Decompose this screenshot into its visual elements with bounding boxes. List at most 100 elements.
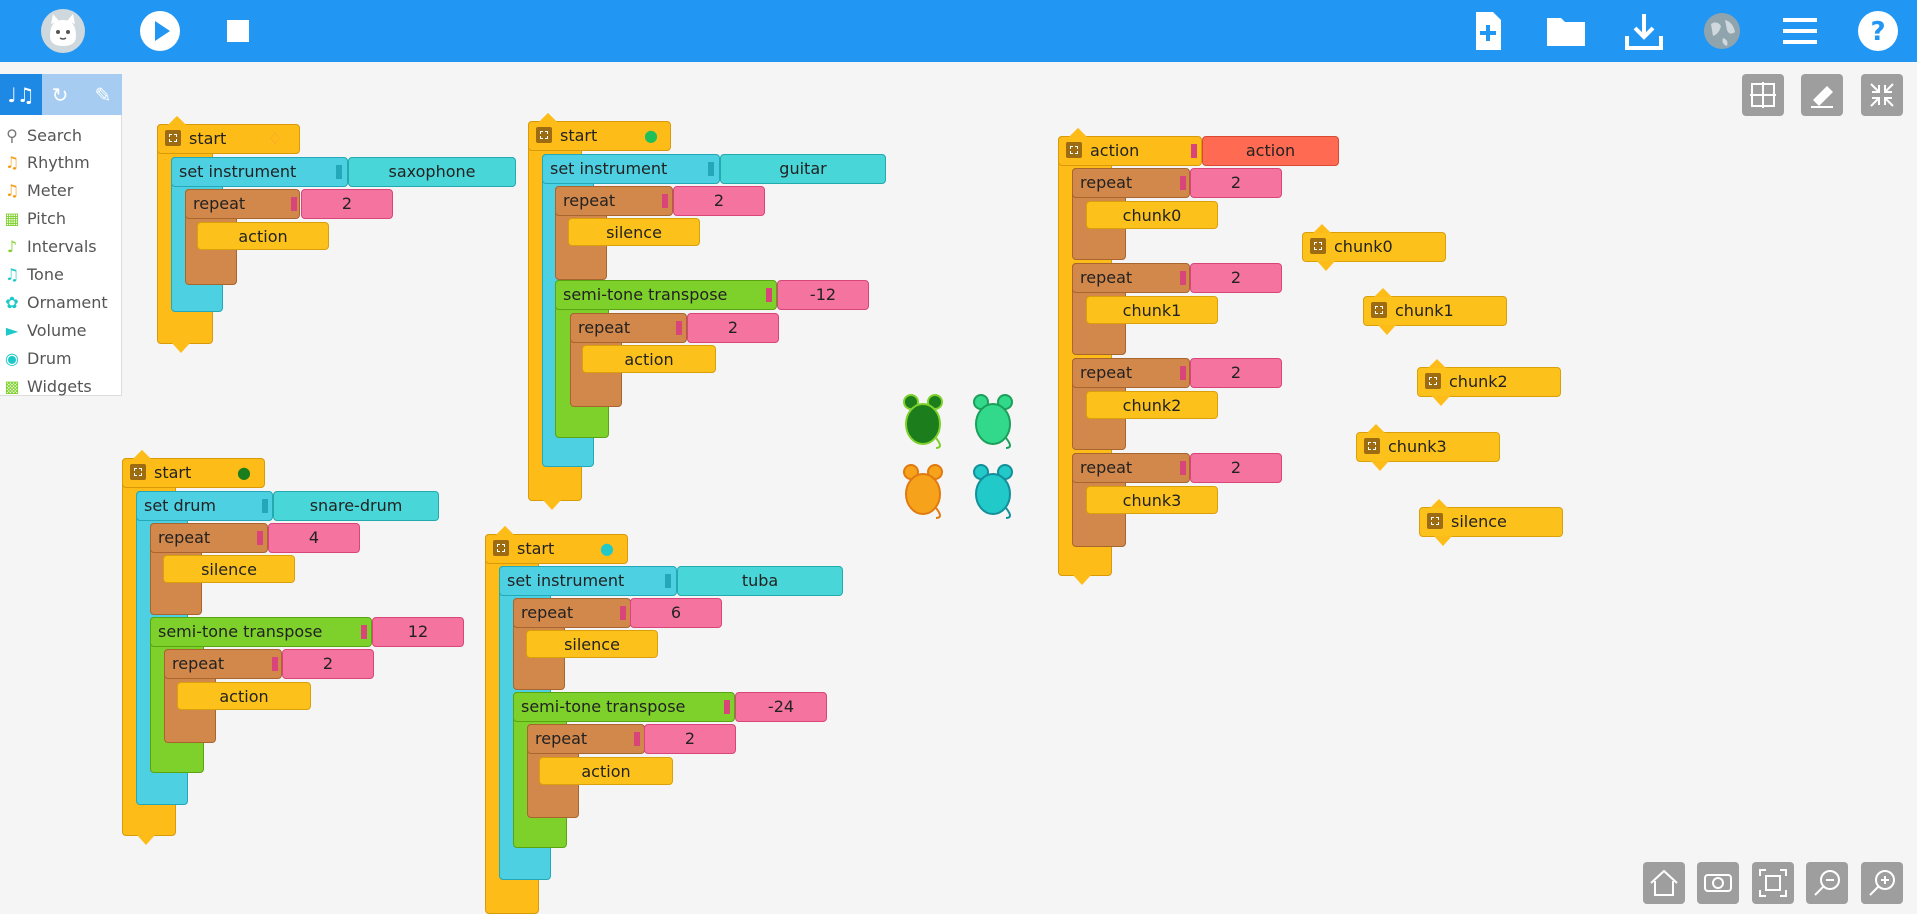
repeat-count[interactable]: 2 <box>687 313 779 343</box>
collapse-icon[interactable] <box>1371 301 1387 318</box>
set-instrument-block[interactable]: set instrument <box>171 157 348 187</box>
start-block[interactable]: start● <box>528 113 671 151</box>
palette-item-pitch[interactable]: ▦Pitch <box>0 205 121 231</box>
refresh-icon[interactable]: ↻ <box>51 82 69 107</box>
action-call-block[interactable]: action <box>177 682 311 710</box>
palette-item-tone[interactable]: ♫Tone <box>0 261 121 287</box>
mouse-turtle-icon[interactable] <box>898 392 948 450</box>
palette-item-intervals[interactable]: ♪Intervals <box>0 233 121 259</box>
collapse-icon[interactable] <box>1425 372 1441 389</box>
repeat-block[interactable]: repeat <box>185 189 300 219</box>
repeat-block[interactable]: repeat <box>1072 168 1190 198</box>
instrument-value[interactable]: tuba <box>677 566 843 596</box>
show-blocks-icon[interactable] <box>1697 862 1739 904</box>
repeat-count[interactable]: 2 <box>1190 168 1282 198</box>
chunk0-block[interactable]: chunk0 <box>1302 224 1446 271</box>
repeat-count[interactable]: 6 <box>630 598 722 628</box>
palette-item-drum[interactable]: ◉Drum <box>0 345 121 371</box>
repeat-block[interactable]: repeat <box>150 523 268 553</box>
repeat-block[interactable]: repeat <box>570 313 687 343</box>
collapse-icon[interactable] <box>1427 512 1443 529</box>
chunk1-block[interactable]: chunk1 <box>1363 288 1507 335</box>
repeat-block[interactable]: repeat <box>1072 453 1190 483</box>
repeat-count[interactable]: 4 <box>268 523 360 553</box>
zoom-out-icon[interactable] <box>1806 862 1848 904</box>
palette-item-volume[interactable]: ►Volume <box>0 317 121 343</box>
repeat-count[interactable]: 2 <box>301 189 393 219</box>
pen-icon[interactable]: ✎ <box>94 82 112 107</box>
repeat-count[interactable]: 2 <box>1190 453 1282 483</box>
menu-icon[interactable] <box>1775 6 1825 56</box>
semi-tone-block[interactable]: semi-tone transpose <box>513 692 735 722</box>
chunk-call-block[interactable]: chunk0 <box>1086 201 1218 229</box>
repeat-count[interactable]: 2 <box>282 649 374 679</box>
silence-block[interactable]: silence <box>163 555 295 583</box>
grid-icon[interactable] <box>1742 74 1784 116</box>
repeat-count[interactable]: 2 <box>644 724 736 754</box>
collapse-icon[interactable] <box>1310 237 1326 254</box>
set-instrument-block[interactable]: set instrument <box>542 154 720 184</box>
repeat-count[interactable]: 2 <box>1190 358 1282 388</box>
silence-block[interactable]: silence <box>568 218 700 246</box>
instrument-value[interactable]: guitar <box>720 154 886 184</box>
palette-item-widgets[interactable]: ▩Widgets <box>0 373 121 399</box>
music-notes-icon[interactable]: ♩♫ <box>0 74 42 115</box>
semi-tone-value[interactable]: 12 <box>372 617 464 647</box>
action-call-block[interactable]: action <box>582 345 716 373</box>
set-drum-block[interactable]: set drum <box>136 491 273 521</box>
repeat-count[interactable]: 2 <box>673 186 765 216</box>
eraser-icon[interactable] <box>1801 74 1843 116</box>
action-call-block[interactable]: action <box>539 757 673 785</box>
save-icon[interactable] <box>1619 6 1669 56</box>
silence-block[interactable]: silence <box>526 630 658 658</box>
collapse-icon[interactable] <box>493 539 509 556</box>
action-name-value[interactable]: action <box>1202 136 1339 166</box>
chunk-call-block[interactable]: chunk2 <box>1086 391 1218 419</box>
repeat-block[interactable]: repeat <box>1072 358 1190 388</box>
repeat-block[interactable]: repeat <box>164 649 282 679</box>
collapse-icon[interactable] <box>130 463 146 480</box>
set-instrument-block[interactable]: set instrument <box>499 566 677 596</box>
mouse-turtle-icon[interactable] <box>968 392 1018 450</box>
palette-item-ornament[interactable]: ✿Ornament <box>0 289 121 315</box>
mouse-turtle-icon[interactable] <box>968 462 1018 520</box>
home-icon[interactable] <box>1643 862 1685 904</box>
stop-icon[interactable] <box>213 6 263 56</box>
semi-tone-value[interactable]: -12 <box>777 280 869 310</box>
semi-tone-block[interactable]: semi-tone transpose <box>555 280 777 310</box>
chunk-call-block[interactable]: chunk3 <box>1086 486 1218 514</box>
start-block[interactable]: start● <box>122 450 265 488</box>
collapse-icon[interactable] <box>1861 74 1903 116</box>
semi-tone-block[interactable]: semi-tone transpose <box>150 617 372 647</box>
semi-tone-value[interactable]: -24 <box>735 692 827 722</box>
chunk2-block[interactable]: chunk2 <box>1417 359 1561 406</box>
repeat-count[interactable]: 2 <box>1190 263 1282 293</box>
chunk3-block[interactable]: chunk3 <box>1356 424 1500 471</box>
start-block[interactable]: start♢ <box>157 116 300 154</box>
collapse-icon[interactable] <box>536 126 552 143</box>
logo-icon[interactable] <box>38 6 88 56</box>
collapse-icon[interactable] <box>1364 437 1380 454</box>
zoom-in-icon[interactable] <box>1861 862 1903 904</box>
language-icon[interactable] <box>1697 6 1747 56</box>
collapse-icon[interactable] <box>165 129 181 146</box>
mouse-turtle-icon[interactable] <box>898 462 948 520</box>
repeat-block[interactable]: repeat <box>513 598 631 628</box>
repeat-block[interactable]: repeat <box>555 186 673 216</box>
expand-blocks-icon[interactable] <box>1752 862 1794 904</box>
drum-value[interactable]: snare-drum <box>273 491 439 521</box>
play-icon[interactable] <box>135 6 185 56</box>
repeat-block[interactable]: repeat <box>527 724 645 754</box>
action-block[interactable]: action <box>1058 128 1202 166</box>
open-folder-icon[interactable] <box>1541 6 1591 56</box>
silence-block[interactable]: silence <box>1419 499 1563 546</box>
new-file-icon[interactable] <box>1463 6 1513 56</box>
collapse-icon[interactable] <box>1066 141 1082 158</box>
start-block[interactable]: start● <box>485 526 628 564</box>
action-call-block[interactable]: action <box>197 222 329 250</box>
chunk-call-block[interactable]: chunk1 <box>1086 296 1218 324</box>
help-icon[interactable]: ? <box>1853 6 1903 56</box>
repeat-block[interactable]: repeat <box>1072 263 1190 293</box>
palette-item-search[interactable]: ⚲Search <box>0 122 121 148</box>
palette-item-rhythm[interactable]: ♫Rhythm <box>0 149 121 175</box>
